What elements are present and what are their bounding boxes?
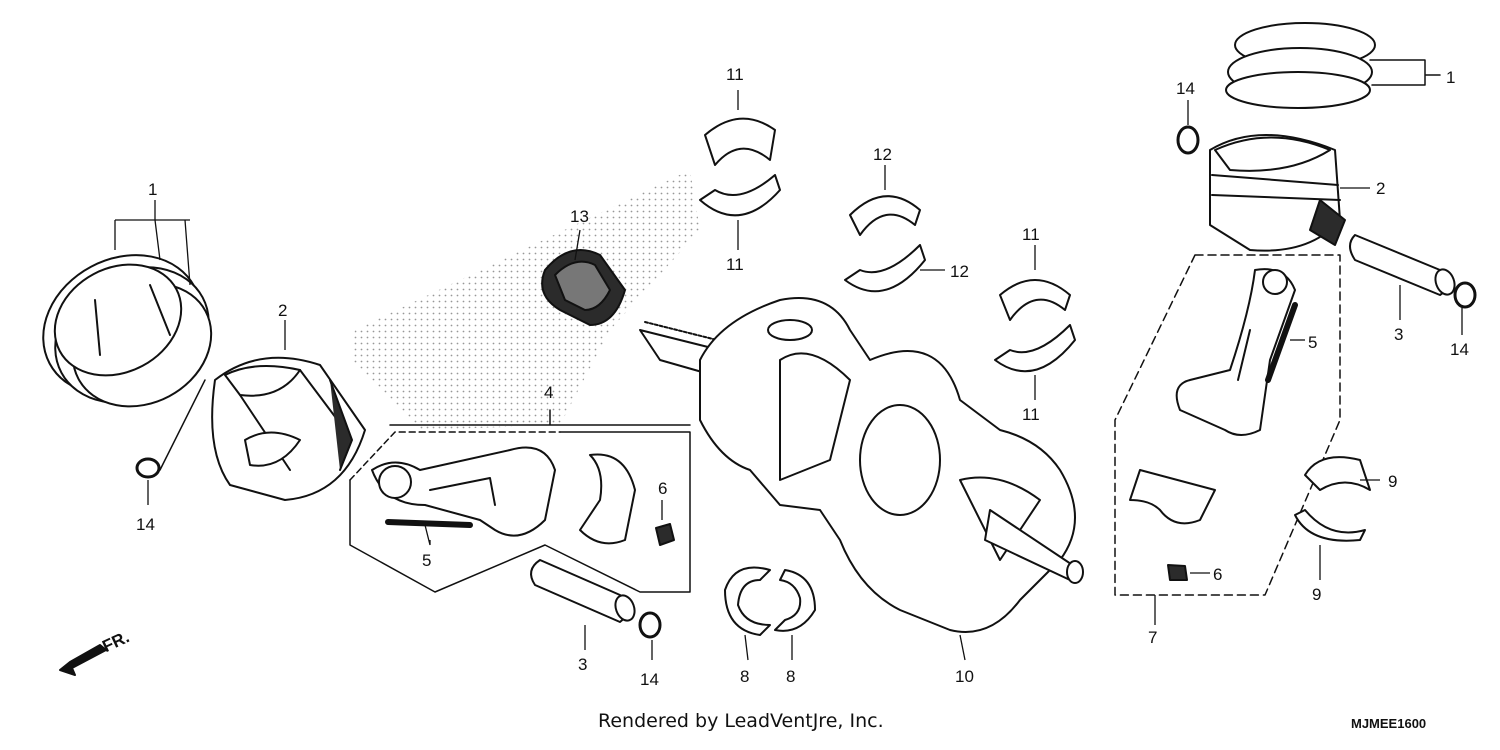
rod-nut-left bbox=[655, 523, 675, 546]
rod-bearing-8b bbox=[774, 569, 816, 632]
callout-labels: 1 2 14 4 5 6 3 14 13 11 11 12 12 11 11 1… bbox=[99, 65, 1468, 689]
connecting-rod-right bbox=[1175, 268, 1296, 436]
diagram-code: MJMEE1600 bbox=[1351, 716, 1427, 731]
callout-7: 7 bbox=[1148, 628, 1157, 647]
render-credit: Rendered by LeadVentJre, Inc. bbox=[598, 710, 884, 732]
callout-5-right: 5 bbox=[1308, 333, 1317, 352]
rod-assembly-bracket-left bbox=[349, 431, 691, 593]
callout-12-upper: 12 bbox=[873, 145, 892, 164]
callout-4: 4 bbox=[544, 383, 553, 402]
rod-bolt-right bbox=[1265, 302, 1298, 383]
thrust-bearing bbox=[541, 249, 626, 326]
callout-11-top-lower: 11 bbox=[726, 255, 744, 274]
assembly-guide-dotted-area bbox=[350, 170, 700, 430]
callout-9-upper: 9 bbox=[1388, 472, 1397, 491]
callout-14-right-upper: 14 bbox=[1176, 79, 1195, 98]
callout-6-right: 6 bbox=[1213, 565, 1222, 584]
main-bearing-11d bbox=[994, 324, 1076, 373]
callout-3-left: 3 bbox=[578, 655, 587, 674]
main-bearing-12b bbox=[844, 244, 926, 293]
main-bearing-upper-11b bbox=[699, 174, 781, 217]
callout-3-right: 3 bbox=[1394, 325, 1403, 344]
rod-assembly-bracket-right bbox=[1114, 254, 1341, 596]
callout-9-lower: 9 bbox=[1312, 585, 1321, 604]
piston-pin-right bbox=[1349, 234, 1456, 296]
rod-bearing-8a bbox=[724, 566, 771, 636]
piston-left bbox=[211, 356, 366, 501]
piston-pin-left bbox=[530, 559, 636, 623]
callout-1-left: 1 bbox=[148, 180, 157, 199]
callout-2-left: 2 bbox=[278, 301, 287, 320]
circlip-right-lower bbox=[1453, 281, 1477, 309]
callout-14-left: 14 bbox=[136, 515, 155, 534]
crankshaft bbox=[639, 297, 1084, 633]
callout-1-right: 1 bbox=[1446, 68, 1455, 87]
circlip-right-upper bbox=[1176, 125, 1200, 155]
circlip-lower bbox=[638, 611, 662, 639]
callout-11-right-upper: 11 bbox=[1022, 225, 1040, 244]
callout-8-left: 8 bbox=[740, 667, 749, 686]
main-bearing-11c bbox=[999, 279, 1071, 321]
rod-bearing-9a bbox=[1304, 456, 1371, 491]
main-bearing-upper-11a bbox=[704, 117, 776, 166]
rod-cap-right bbox=[1129, 469, 1216, 525]
callout-13: 13 bbox=[570, 207, 589, 226]
rod-bolt-left bbox=[385, 519, 473, 528]
piston-rings-left bbox=[42, 254, 213, 408]
callout-14-lower: 14 bbox=[640, 670, 659, 689]
rod-nut-right bbox=[1167, 564, 1188, 581]
callout-5-left: 5 bbox=[422, 551, 431, 570]
callout-10: 10 bbox=[955, 667, 974, 686]
callout-14-right-lower: 14 bbox=[1450, 340, 1469, 359]
main-bearing-12a bbox=[849, 195, 921, 236]
piston-right bbox=[1209, 134, 1346, 252]
rod-cap-left bbox=[579, 453, 636, 545]
callout-6-left: 6 bbox=[658, 479, 667, 498]
leader-lines bbox=[114, 90, 1463, 661]
callout-11-top-upper: 11 bbox=[726, 65, 744, 84]
connecting-rod-left bbox=[371, 446, 556, 537]
callout-2-right: 2 bbox=[1376, 179, 1385, 198]
callout-12-lower: 12 bbox=[950, 262, 969, 281]
front-direction-arrow-icon bbox=[59, 644, 107, 676]
piston-rings-right bbox=[1225, 22, 1376, 109]
rod-bearing-9b bbox=[1294, 509, 1366, 542]
circlip-left bbox=[135, 457, 161, 479]
callout-11-right-lower: 11 bbox=[1022, 405, 1040, 424]
callout-8-right: 8 bbox=[786, 667, 795, 686]
